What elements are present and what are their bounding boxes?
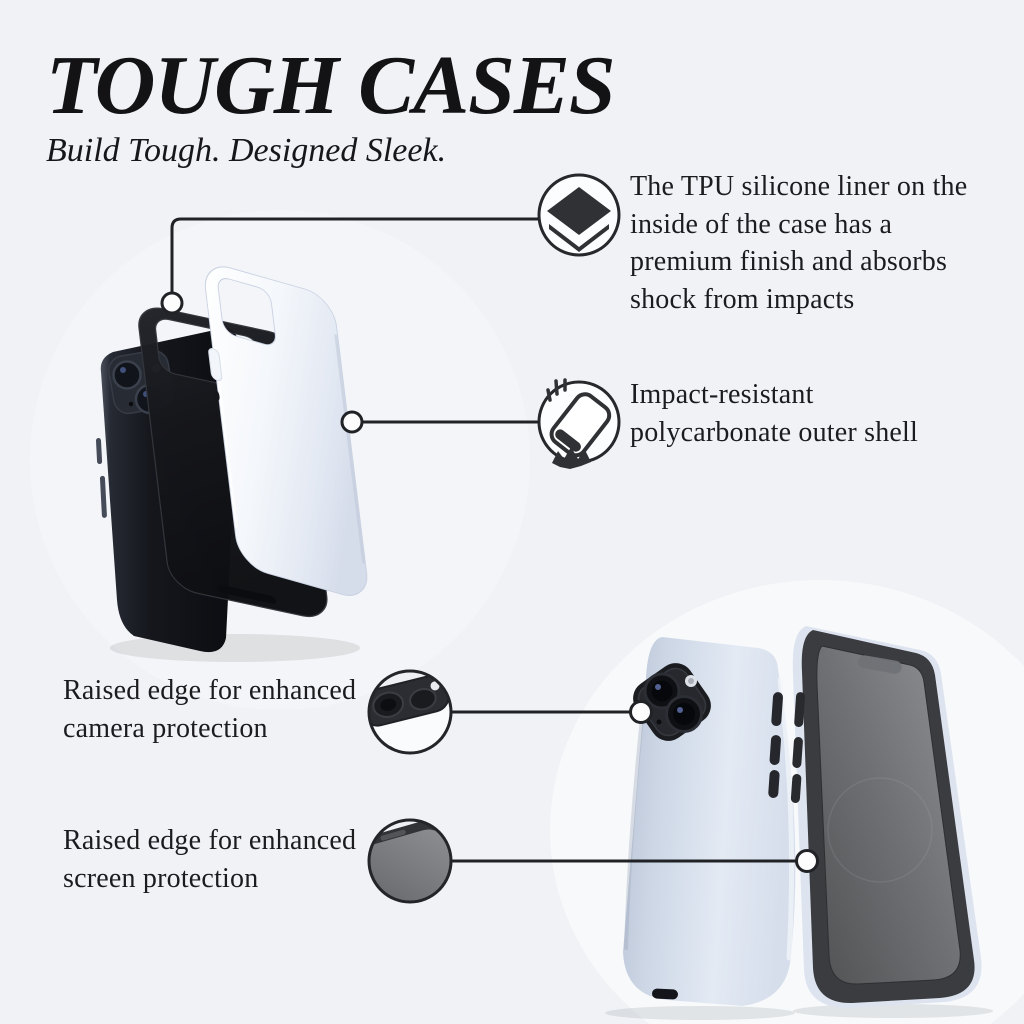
outer-shell-layer [204,266,368,596]
page-title: TOUGH CASES [46,39,616,132]
leader-lines [170,217,797,863]
page-subtitle: Build Tough. Designed Sleek. [46,132,447,169]
phone-screen [816,645,961,985]
callout-outer-shell-text: Impact-resistant polycarbonate outer she… [630,379,919,448]
case-side-buttons [768,692,783,799]
case-back-view [623,637,796,1006]
callout-camera-protection-text: Raised edge for enhanced camera protecti… [63,675,357,744]
motion-lines [546,378,567,402]
layers-icon [537,173,621,257]
impact-burst [552,447,591,469]
case-front-view [790,626,982,1009]
dynamic-island [858,655,902,674]
liner-port-cutout [217,584,277,604]
marker-shell [340,410,364,434]
camera-lens [112,360,142,390]
case-port-notch [652,988,678,1000]
leader-line-tpu [170,217,539,292]
marker-tpu [160,291,184,315]
phone-side-buttons [790,692,806,803]
callout-tpu-liner-text: The TPU silicone liner on the inside of … [630,171,968,315]
exploded-case-illustration [95,266,368,662]
shadow [793,1004,993,1018]
leader-markers [160,291,819,873]
shell-switch-cutout [213,389,220,401]
phone-side-buttons [95,438,107,518]
shell-button-cover [208,348,223,382]
falling-phone-icon [537,378,621,469]
shadow [605,1006,795,1020]
marker-camera [629,700,653,724]
callout-screen-protection-text: Raised edge for enhanced screen protecti… [63,825,357,894]
screen-corner [369,829,451,902]
marker-screen [795,849,819,873]
